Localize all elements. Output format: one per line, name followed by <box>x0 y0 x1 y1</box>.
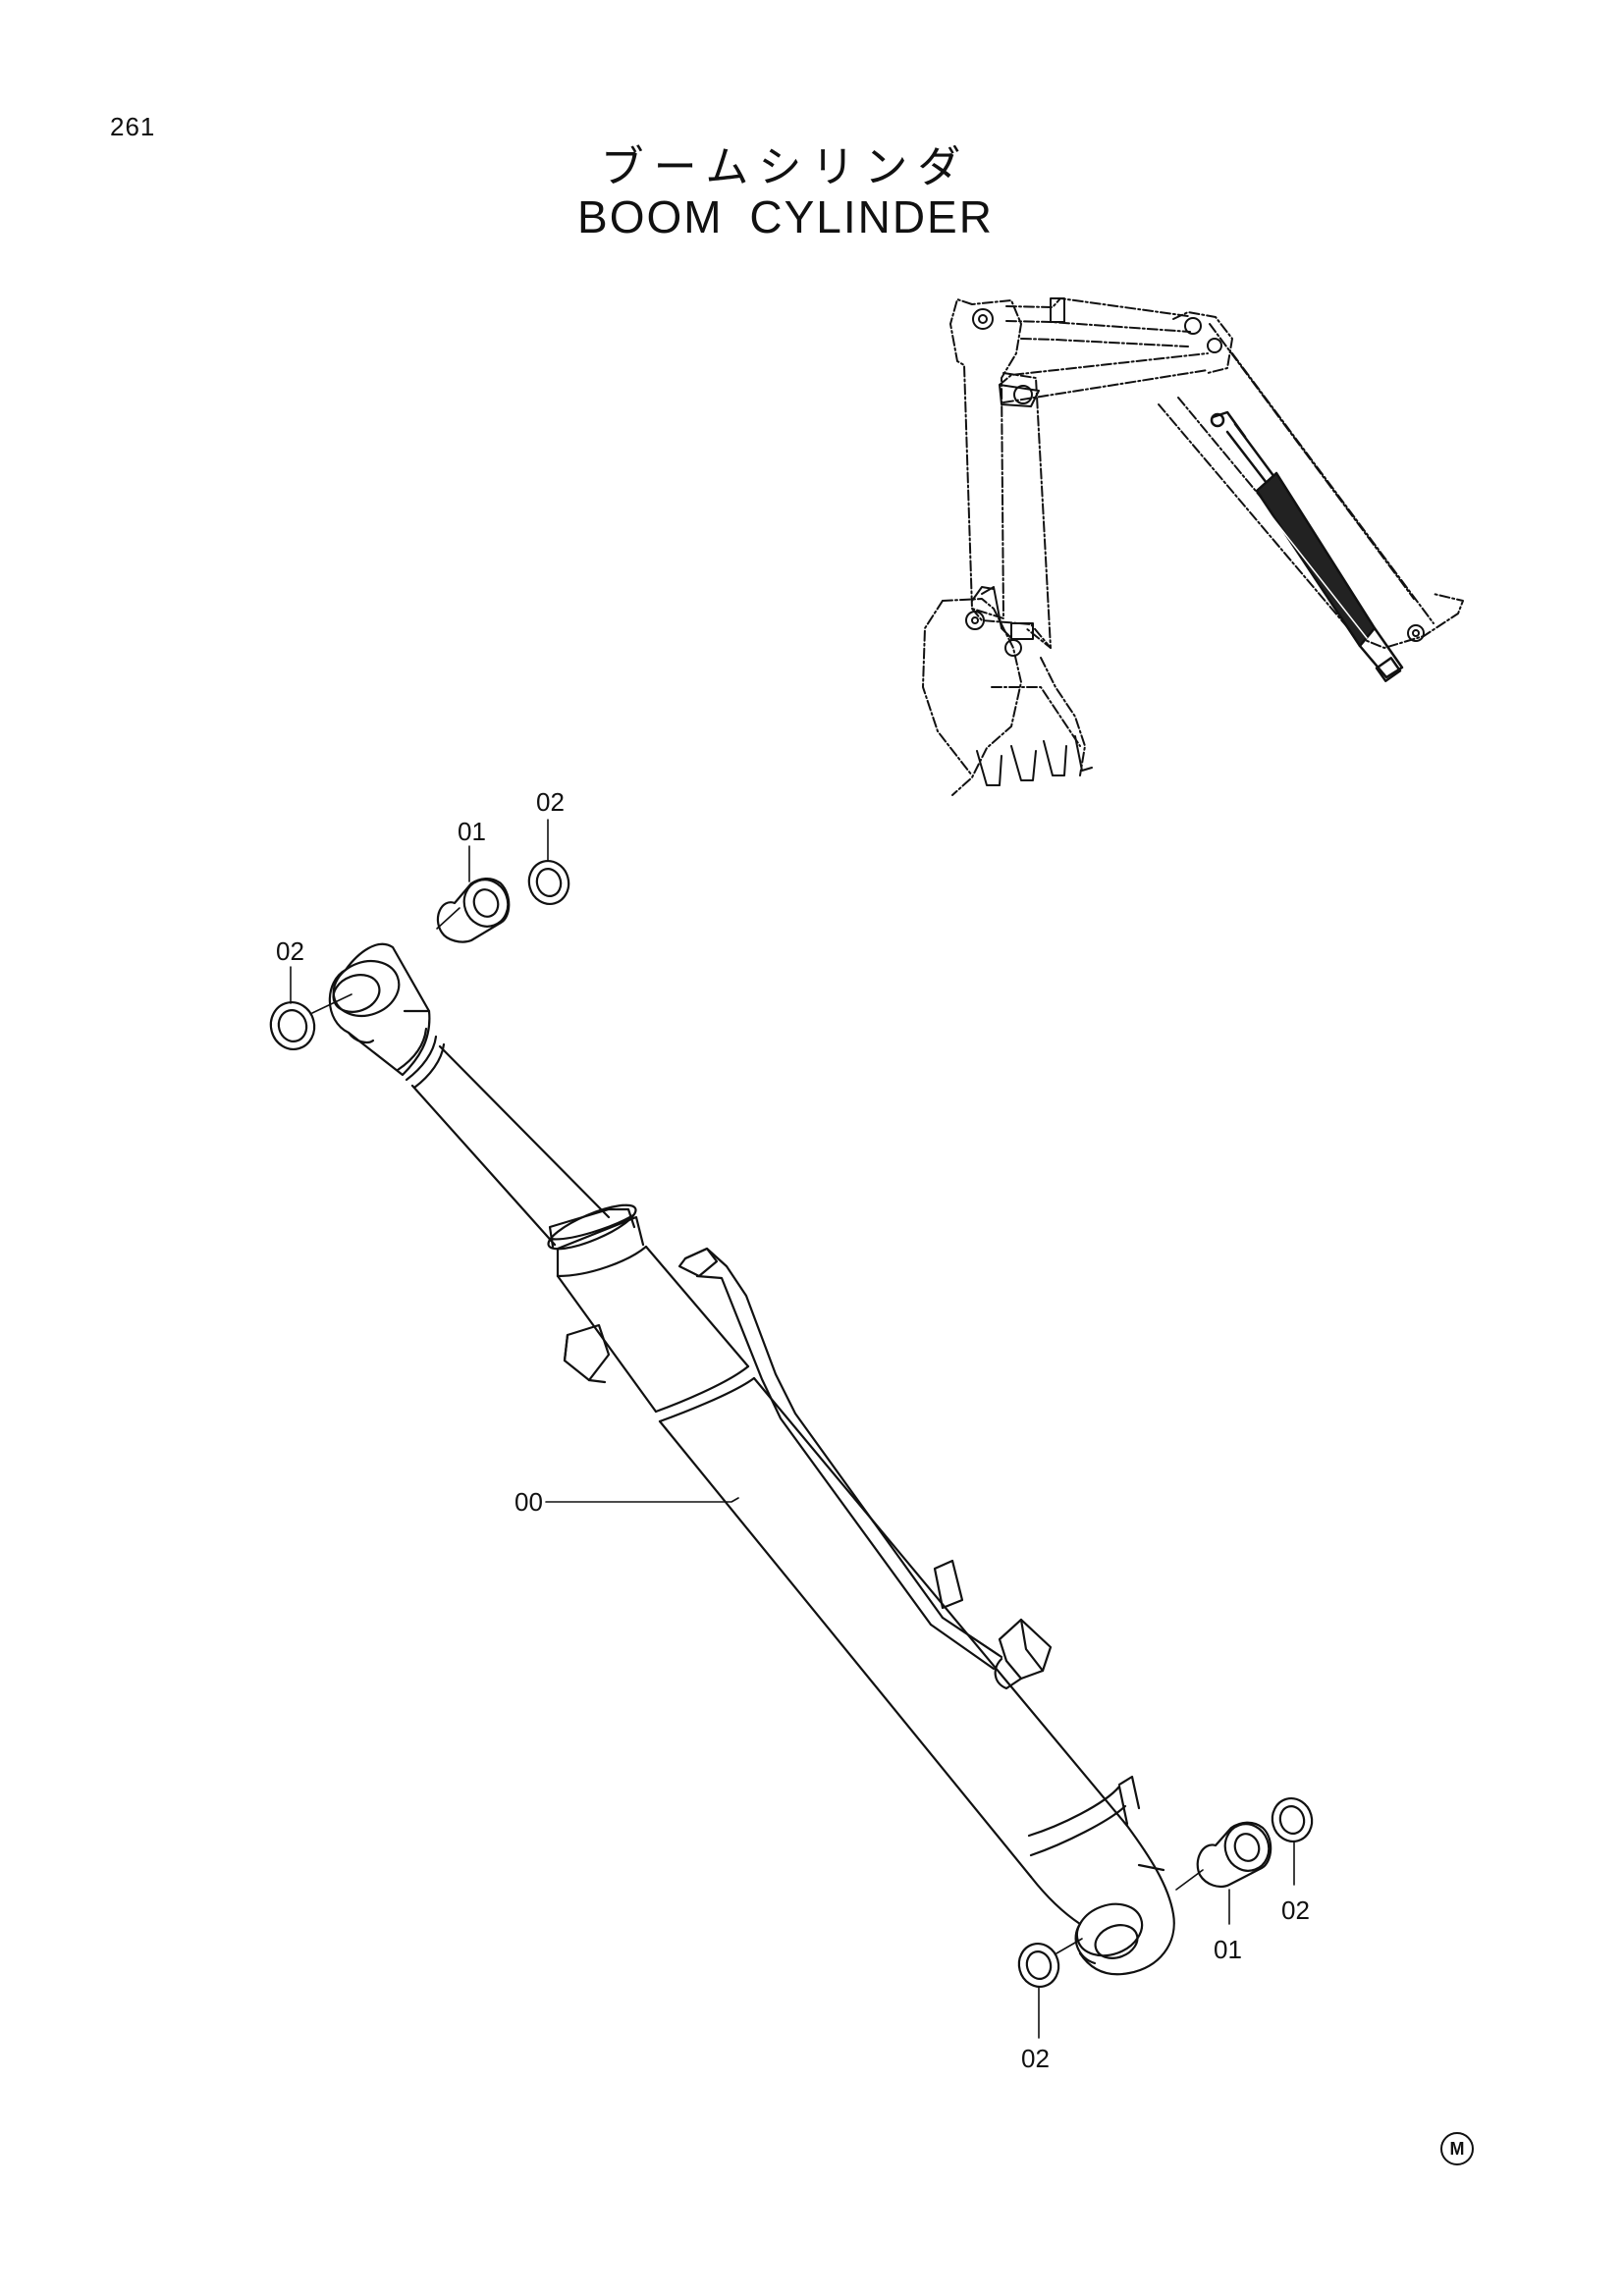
callout-bottom-bushing: 01 <box>1214 1935 1242 1964</box>
callout-rod-end-seal-left: 02 <box>276 936 304 966</box>
rod-end-seal-left <box>269 966 352 1050</box>
cylinder-tube <box>556 1245 1141 1879</box>
page-number: 261 <box>110 112 156 141</box>
manufacturer-mark: M <box>1440 2132 1474 2165</box>
rod-end-bushing <box>436 845 511 943</box>
callout-bottom-seal-right: 02 <box>1281 1896 1310 1925</box>
bottom-seal-right <box>1271 1797 1314 1886</box>
leader-line-cylinder <box>545 1497 739 1503</box>
page-title-english: BOOM CYLINDER <box>577 191 994 242</box>
bottom-bushing <box>1175 1821 1272 1925</box>
cylinder-head-gland <box>547 1203 648 1278</box>
callout-bottom-seal-left: 02 <box>1021 2044 1050 2073</box>
piston-rod <box>410 1044 611 1247</box>
boom-cylinder-assembly <box>328 942 1175 1976</box>
rod-end-seal-right <box>527 819 570 905</box>
excavator-arm-locator-illustration <box>922 297 1464 796</box>
bottom-seal-left <box>1017 1938 1083 2039</box>
page-title-japanese: ブームシリンダ <box>600 142 971 192</box>
callout-rod-end-bushing: 01 <box>458 817 486 846</box>
rod-eye <box>328 942 446 1090</box>
callout-cylinder-assembly: 00 <box>514 1487 543 1517</box>
callout-rod-end-seal-right: 02 <box>536 787 565 817</box>
